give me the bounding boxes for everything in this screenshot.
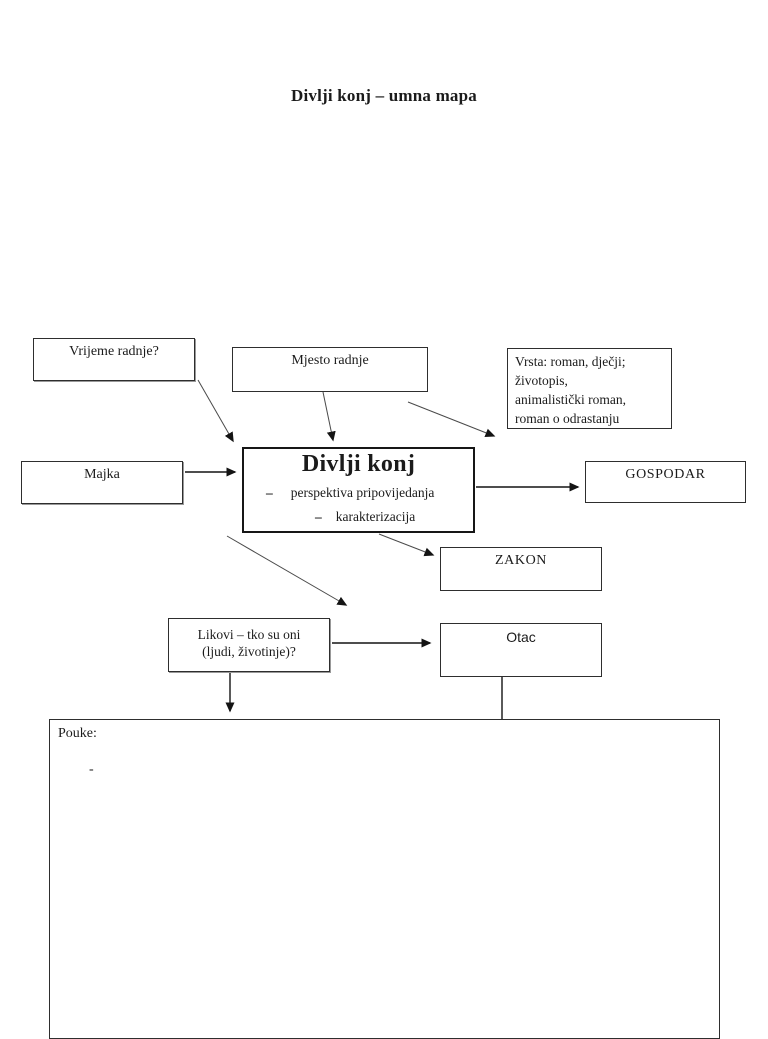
- node-vrsta: Vrsta: roman, dječji; životopis, animali…: [507, 348, 672, 429]
- dash-bullet: –: [266, 485, 273, 500]
- central-node-item: – perspektiva pripovijedanja: [244, 485, 473, 501]
- node-otac-label: Otac: [506, 629, 536, 645]
- node-gospodar-label: GOSPODAR: [625, 467, 706, 482]
- node-zakon: ZAKON: [440, 547, 602, 591]
- pouke-heading: Pouke:: [58, 726, 97, 741]
- pouke-bullet-dash: -: [89, 762, 94, 777]
- node-pouke: Pouke: -: [49, 719, 720, 1039]
- arrow-mjesto-to-central: [322, 391, 336, 442]
- dash-bullet: –: [315, 509, 322, 524]
- node-vrijeme-radnje-label: Vrijeme radnje?: [69, 344, 159, 359]
- central-node-item-label: perspektiva pripovijedanja: [290, 485, 435, 500]
- arrow-central-to-likovi: [226, 535, 348, 606]
- node-otac: Otac: [440, 623, 602, 677]
- central-node-item-label: karakterizacija: [335, 509, 416, 524]
- arrow-vrijeme-to-central: [197, 379, 234, 443]
- page-title: Divlji konj – umna mapa: [291, 86, 477, 105]
- arrow-central-to-zakon: [378, 533, 435, 557]
- node-mjesto-radnje-label: Mjesto radnje: [291, 353, 369, 368]
- node-likovi: Likovi – tko su oni (ljudi, životinje)?: [168, 618, 330, 672]
- node-gospodar: GOSPODAR: [585, 461, 746, 503]
- arrow-vrsta-to-central: [407, 401, 496, 438]
- node-majka: Majka: [21, 461, 183, 504]
- node-vrijeme-radnje: Vrijeme radnje?: [33, 338, 195, 381]
- node-zakon-label: ZAKON: [495, 553, 547, 568]
- node-central-divlji-konj: Divlji konj – perspektiva pripovijedanja…: [242, 447, 475, 533]
- central-node-item: – karakterizacija: [244, 509, 473, 525]
- node-mjesto-radnje: Mjesto radnje: [232, 347, 428, 392]
- central-node-title: Divlji konj: [301, 451, 416, 477]
- node-majka-label: Majka: [84, 467, 120, 482]
